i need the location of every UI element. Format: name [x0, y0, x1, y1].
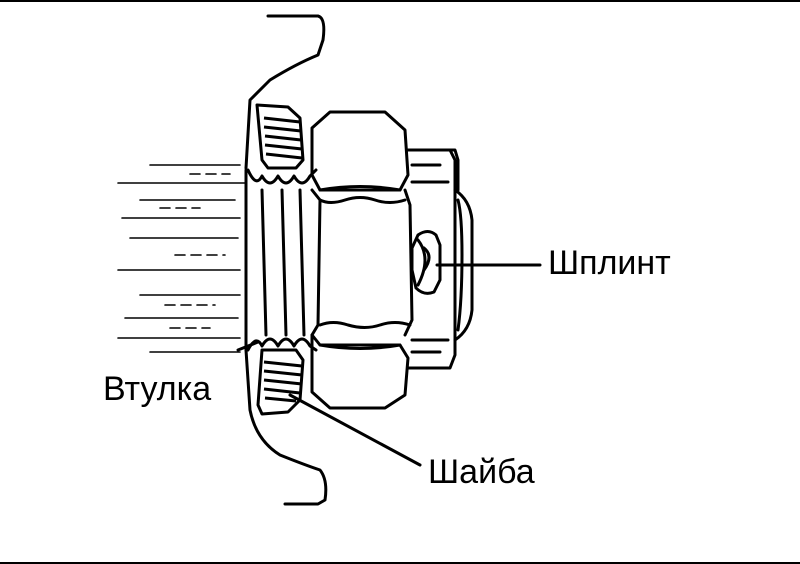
- bushing-label: Втулка: [103, 370, 212, 408]
- cotter-pin: [410, 230, 442, 295]
- bottom-border: [0, 562, 800, 564]
- washer-label: Шайба: [428, 453, 535, 491]
- hex-nut: [310, 110, 414, 410]
- lower-washer: [256, 348, 305, 416]
- washer-leader: [288, 393, 422, 467]
- leader-lines: [236, 263, 542, 467]
- cotter-pin-label: Шплинт: [548, 244, 671, 282]
- top-border: [0, 0, 800, 2]
- threaded-bushing: [244, 168, 318, 352]
- upper-washer: [255, 103, 305, 170]
- bushing-leader: [236, 340, 260, 352]
- hub-housing: [244, 14, 328, 506]
- shaft-lines: [117, 164, 246, 353]
